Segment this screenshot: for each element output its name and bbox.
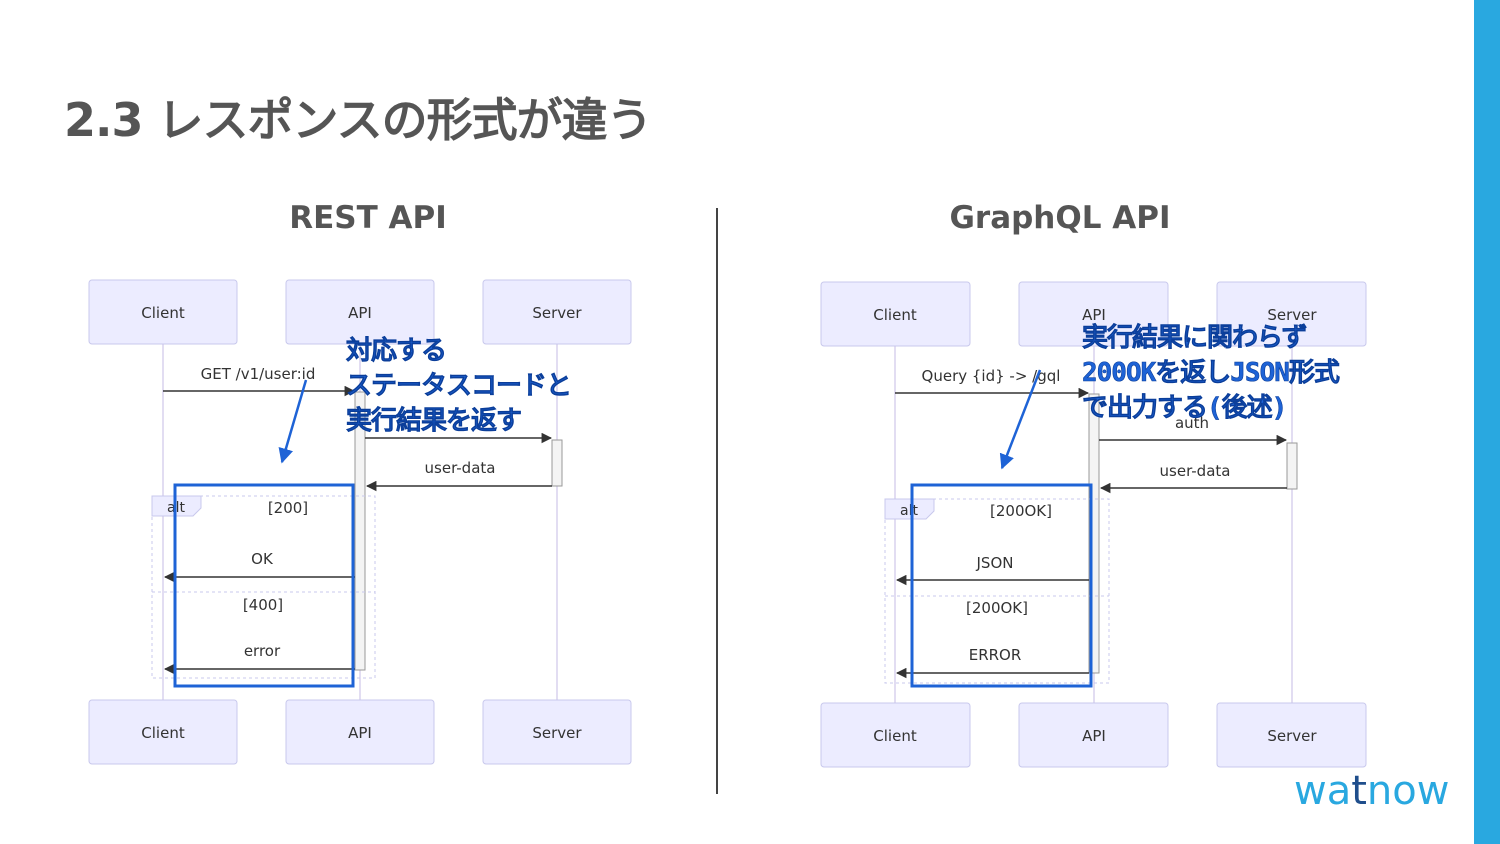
gql-activation-server: [1286, 442, 1298, 490]
column-divider: [716, 208, 718, 794]
rest-branch2-message: error: [244, 642, 281, 660]
logo-part: wa: [1294, 768, 1352, 814]
gql-participant-label: Client: [873, 306, 917, 324]
gql-participant-server-bottom: Server: [1216, 702, 1367, 768]
graphql-callout-text: 実行結果に関わらず 200OKを返しJSON形式 で出力する(後述): [1082, 323, 1340, 424]
gql-participant-api-bottom: API: [1018, 702, 1169, 768]
rest-participant-label: Client: [141, 304, 185, 322]
gql-participant-api-top: API: [1018, 281, 1169, 347]
rest-participant-label: Client: [141, 724, 185, 742]
gql-participant-client-top: Client: [820, 281, 971, 347]
rest-highlight-box: [173, 483, 355, 688]
gql-highlight-box: [910, 483, 1093, 688]
graphql-heading: GraphQL API: [949, 200, 1171, 236]
logo-part: now: [1366, 768, 1450, 814]
gql-alt-label: alt: [900, 503, 918, 519]
gql-participant-label: Client: [873, 727, 917, 745]
slide-title: 2.3 レスポンスの形式が違う: [64, 93, 653, 147]
rest-alt-frame: [151, 495, 376, 679]
graphql-diagram: Client API Server Query {id} -> /gql aut…: [820, 281, 1367, 768]
rest-callout-text: 対応する ステータスコードと 実行結果を返す: [346, 336, 573, 437]
rest-participant-client-bottom: Client: [88, 699, 238, 765]
rest-participant-client-top: Client: [88, 279, 238, 345]
rest-activation-api: [354, 391, 366, 671]
rest-participant-label: API: [348, 304, 372, 322]
gql-participant-label: API: [1082, 727, 1106, 745]
gql-branch1-condition: [200OK]: [990, 502, 1052, 520]
gql-activation-api: [1088, 393, 1100, 674]
gql-participant-server-top: Server: [1216, 281, 1367, 347]
rest-participant-server-top: Server: [482, 279, 632, 345]
rest-return-label: user-data: [425, 459, 496, 477]
gql-alt-tag: [884, 498, 935, 520]
rest-callout-pointer: [278, 379, 308, 464]
gql-branch1-message: JSON: [976, 554, 1014, 572]
rest-branch1-message: OK: [251, 550, 274, 568]
gql-return-label: user-data: [1160, 462, 1231, 480]
gql-participant-label: Server: [1267, 306, 1317, 324]
rest-participant-api-bottom: API: [285, 699, 435, 765]
rest-heading: REST API: [289, 200, 447, 236]
rest-participant-server-bottom: Server: [482, 699, 632, 765]
gql-request-label: Query {id} -> /gql: [922, 367, 1061, 385]
watnow-logo: watnow: [1294, 768, 1449, 814]
rest-branch1-condition: [200]: [268, 499, 308, 517]
rest-activation-server: [551, 439, 563, 487]
gql-auth-label: auth: [1175, 414, 1209, 432]
rest-participant-label: API: [348, 724, 372, 742]
gql-branch2-condition: [200OK]: [966, 599, 1028, 617]
gql-callout-pointer: [999, 369, 1042, 470]
rest-request-label: GET /v1/user:id: [201, 365, 316, 383]
accent-bar: [1474, 0, 1500, 844]
rest-participant-api-top: API: [285, 279, 435, 345]
rest-participant-label: Server: [532, 724, 582, 742]
logo-part: t: [1351, 768, 1367, 814]
gql-branch2-message: ERROR: [969, 646, 1022, 664]
gql-participant-client-bottom: Client: [820, 702, 971, 768]
rest-diagram: Client API Server GET /v1/user:id user-d…: [88, 279, 632, 765]
gql-participant-label: API: [1082, 306, 1106, 324]
rest-participant-label: Server: [532, 304, 582, 322]
rest-branch2-condition: [400]: [243, 596, 283, 614]
gql-participant-label: Server: [1267, 727, 1317, 745]
